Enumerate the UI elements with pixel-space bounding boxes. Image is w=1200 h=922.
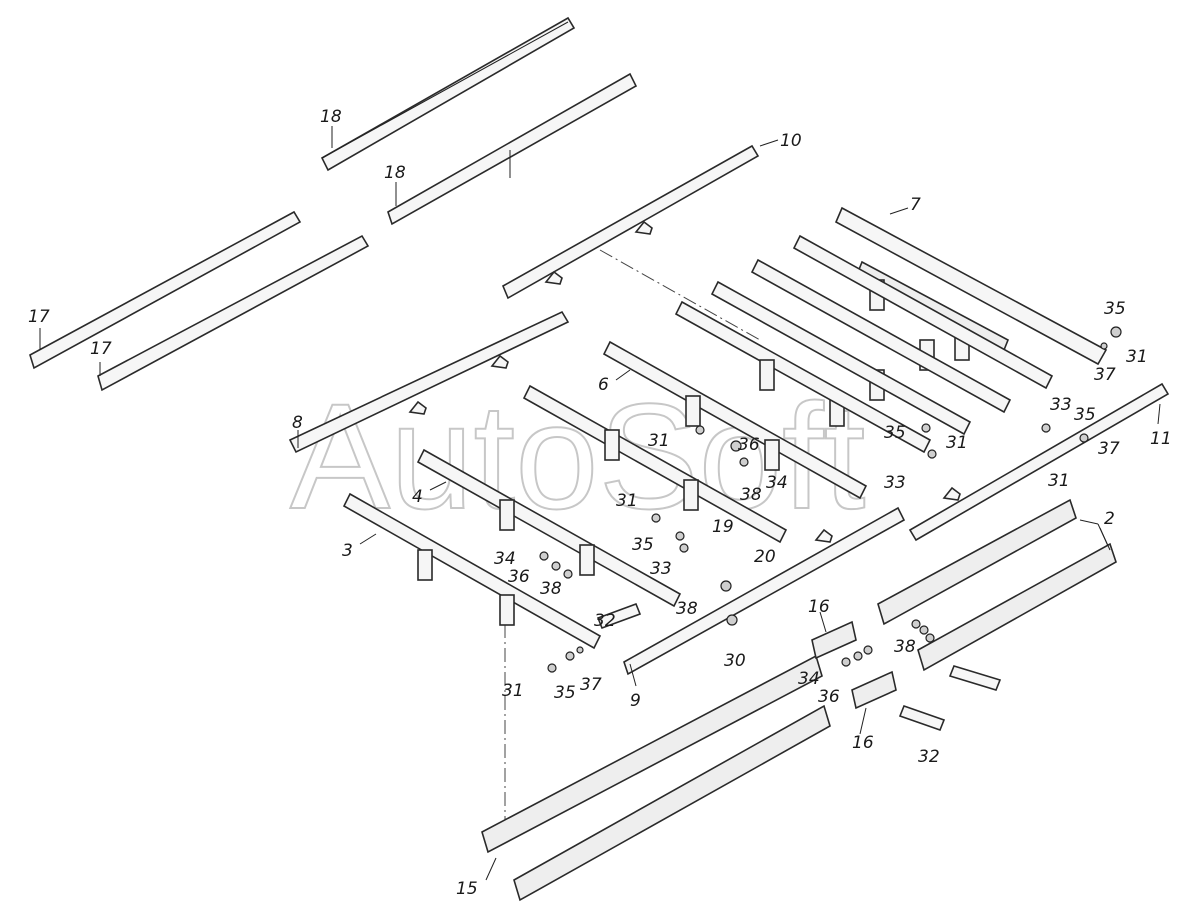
callout-36-c: 36 <box>818 687 840 707</box>
callout-16-upper: 16 <box>808 597 830 617</box>
crossmember-c <box>710 280 972 436</box>
crossmember-e <box>522 384 788 544</box>
block-16-lower <box>851 670 897 710</box>
callout-8: 8 <box>292 413 303 433</box>
callout-38-a: 38 <box>740 485 762 505</box>
callout-37-c: 37 <box>580 675 602 695</box>
callout-15: 15 <box>456 879 478 899</box>
beam-2-upper <box>877 498 1077 626</box>
callout-9: 9 <box>630 691 641 711</box>
beam-15-upper <box>481 654 823 854</box>
block-16-upper <box>811 620 857 660</box>
beam-2-lower <box>917 542 1117 672</box>
crossmember-4 <box>416 448 682 608</box>
callout-35-e: 35 <box>554 683 576 703</box>
callout-33-c: 33 <box>650 559 672 579</box>
callout-38-b: 38 <box>540 579 562 599</box>
callout-31-a: 31 <box>1126 347 1148 367</box>
callout-38-d: 38 <box>894 637 916 657</box>
callout-6: 6 <box>598 375 609 395</box>
callout-32-right: 32 <box>918 747 940 767</box>
rail-9 <box>623 506 906 676</box>
rail-18-upper <box>320 16 576 172</box>
rail-17-upper <box>29 210 302 370</box>
callout-34-a: 34 <box>766 473 788 493</box>
rail-11 <box>908 382 1170 542</box>
callout-31-e: 31 <box>616 491 638 511</box>
callout-11: 11 <box>1150 429 1172 449</box>
callout-17-lower: 17 <box>90 339 112 359</box>
callout-35-d: 35 <box>632 535 654 555</box>
callout-36-b: 36 <box>508 567 530 587</box>
callout-35-a: 35 <box>1104 299 1126 319</box>
crossmember-3 <box>342 492 602 650</box>
callout-38-c: 38 <box>676 599 698 619</box>
rail-18-lower <box>387 72 638 226</box>
callout-31-c: 31 <box>1048 471 1070 491</box>
callout-31-f: 31 <box>502 681 524 701</box>
rail-10 <box>501 144 760 300</box>
callout-20: 20 <box>754 547 776 567</box>
callout-37-a: 37 <box>1094 365 1116 385</box>
callout-35-c: 35 <box>884 423 906 443</box>
crossmember-6 <box>602 340 868 500</box>
callout-31-d: 31 <box>648 431 670 451</box>
callout-31-b: 31 <box>946 433 968 453</box>
rail-17-lower <box>97 234 370 392</box>
callout-33-a: 33 <box>1050 395 1072 415</box>
rail-8 <box>288 310 570 454</box>
callout-34-b: 34 <box>494 549 516 569</box>
callout-33-b: 33 <box>884 473 906 493</box>
callout-32-left: 32 <box>594 611 616 631</box>
callout-34-c: 34 <box>798 669 820 689</box>
callout-4: 4 <box>412 487 423 507</box>
callout-18-upper: 18 <box>320 107 342 127</box>
callout-3: 3 <box>342 541 353 561</box>
pin-32-right <box>898 665 1002 732</box>
callout-10: 10 <box>780 131 802 151</box>
leader-lines <box>39 126 1161 881</box>
callout-18-lower: 18 <box>384 163 406 183</box>
fastener-cluster <box>539 326 1122 673</box>
pin-32-left <box>596 602 642 630</box>
callout-19: 19 <box>712 517 734 537</box>
callout-labels: 2 3 4 6 7 8 9 10 11 15 16 16 17 17 18 18… <box>28 107 1172 899</box>
callout-7: 7 <box>910 195 921 215</box>
alignment-axes <box>504 249 761 830</box>
callout-17-upper: 17 <box>28 307 50 327</box>
callout-37-b: 37 <box>1098 439 1120 459</box>
crossmember-d <box>674 300 932 454</box>
beam-15-lower <box>513 704 831 902</box>
callout-35-b: 35 <box>1074 405 1096 425</box>
callout-2: 2 <box>1104 509 1115 529</box>
callout-30: 30 <box>724 651 746 671</box>
callout-36-a: 36 <box>738 435 760 455</box>
callout-16-lower: 16 <box>852 733 874 753</box>
